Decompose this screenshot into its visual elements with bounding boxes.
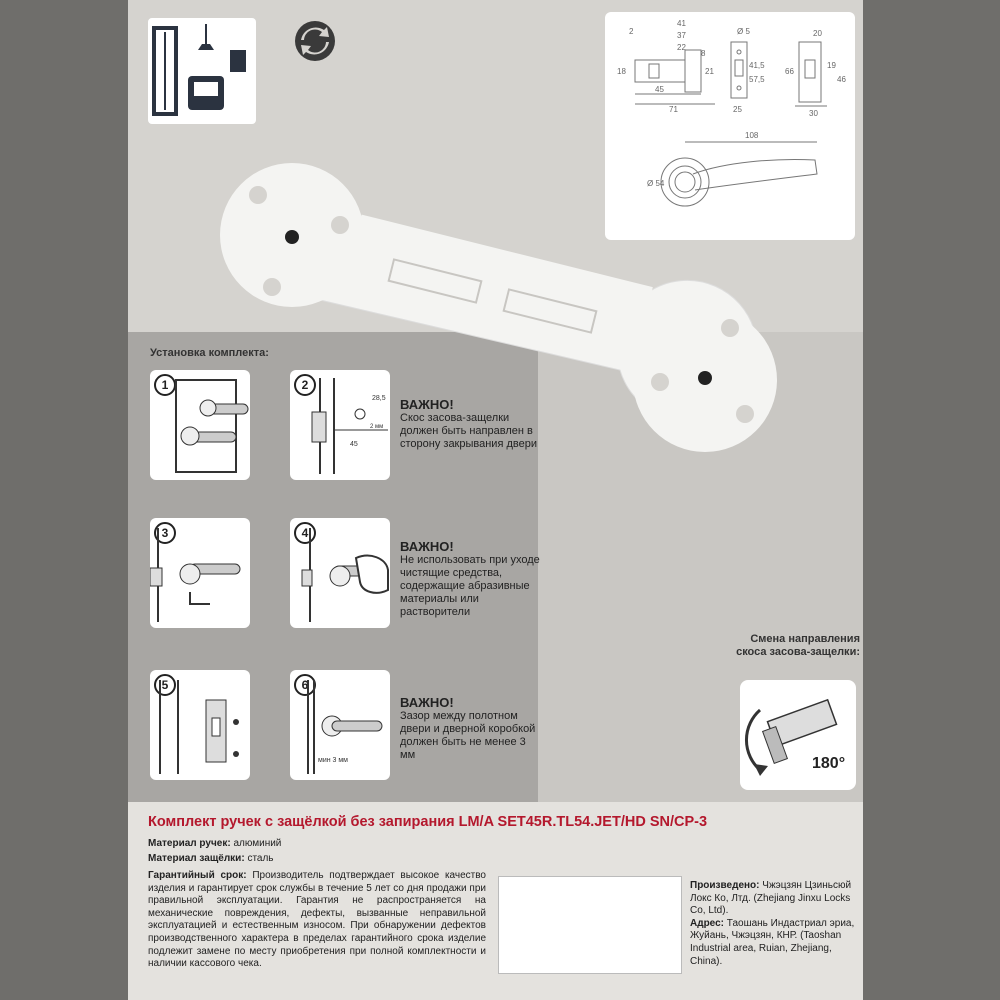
spec-handle-material: Материал ручек: алюминий [148, 838, 281, 849]
strike-plate-icon [159, 680, 239, 774]
install-title: Установка комплекта: [150, 347, 269, 359]
step-card-1: 1 [150, 370, 250, 480]
note-text: Зазор между полотном двери и дверной кор… [400, 710, 536, 761]
manufacturer-block: Произведено: Чжэцзян Цзиньсюй Локс Ко, Л… [690, 880, 858, 968]
hole-center-left [285, 230, 299, 244]
step-card-6: 6 мин 3 мм [290, 670, 390, 780]
dim-label: 41,5 [749, 61, 765, 70]
note-gap: ВАЖНО! Зазор между полотном двери и двер… [400, 696, 540, 762]
address-text: Таошань Индастриал эриа, Жуйань, Чжэцзян… [690, 917, 855, 967]
note-cleaning: ВАЖНО! Не использовать при уходе чистящи… [400, 540, 540, 619]
dim-label: 37 [677, 31, 686, 40]
note-heading: ВАЖНО! [400, 695, 454, 710]
product-info-area [128, 802, 863, 1000]
dim-label: 66 [785, 67, 794, 76]
dim-label: 22 [677, 43, 686, 52]
interior-icon [148, 18, 256, 124]
dim-label: 25 [733, 105, 742, 114]
armchair-room-icon [152, 24, 246, 116]
made-text: Чжэцзян Цзиньсюй Локс Ко, Лтд. (Zhejiang… [690, 880, 852, 917]
step-card-4: 4 [290, 518, 390, 628]
spec-label: Материал защёлки: [148, 853, 245, 864]
spec-label: Материал ручек: [148, 838, 231, 849]
gap-label: мин 3 мм [318, 757, 348, 764]
mounting-template [220, 163, 777, 452]
note-text: Скос засова-защелки должен быть направле… [400, 412, 537, 450]
spec-value: сталь [247, 853, 274, 864]
step-card-2: 2 28,5 45 2 мм [290, 370, 390, 480]
handle-install-icon [175, 379, 249, 473]
dim-label: 8 [701, 49, 706, 58]
latch-rotation-card: 180° [740, 680, 856, 790]
step-number: 3 [154, 522, 176, 544]
warranty-text: Производитель подтверждает высокое качес… [148, 870, 486, 970]
dim-label: Ø 5 [737, 27, 750, 36]
step-number: 2 [294, 374, 316, 396]
dim-label: 28,5 [372, 395, 386, 402]
handle-screw-icon [150, 528, 241, 622]
dim-label: 2 мм [370, 424, 383, 430]
dim-label: 21 [705, 67, 714, 76]
dim-label: 19 [827, 61, 836, 70]
door-gap-icon: мин 3 мм [307, 680, 383, 774]
latch-install-icon: 28,5 45 2 мм [311, 378, 388, 474]
cleaning-hand-icon [301, 528, 389, 622]
recycle-icon [295, 21, 335, 61]
latch-handle-drawing: 2 41 37 22 8 18 45 71 21 25 41,5 57,5 20… [617, 19, 846, 207]
step-card-3: 3 [150, 518, 250, 628]
dim-label: 108 [745, 131, 759, 140]
note-text: Не использовать при уходе чистящие средс… [400, 554, 540, 618]
technical-drawing: 2 41 37 22 8 18 45 71 21 25 41,5 57,5 20… [605, 12, 855, 240]
note-heading: ВАЖНО! [400, 397, 454, 412]
warranty-block: Гарантийный срок: Производитель подтверж… [148, 870, 486, 971]
rotation-angle: 180° [812, 755, 845, 772]
dim-label: 45 [655, 85, 664, 94]
dim-label: 45 [350, 441, 358, 448]
spec-latch-material: Материал защёлки: сталь [148, 853, 274, 864]
dim-label: 57,5 [749, 75, 765, 84]
made-label: Произведено: [690, 880, 760, 891]
address-label: Адрес: [690, 917, 724, 929]
dim-label: 46 [837, 75, 846, 84]
dim-label: 20 [813, 29, 822, 38]
dim-label: 2 [629, 27, 634, 36]
dim-label: 41 [677, 19, 686, 28]
step-card-5: 5 [150, 670, 250, 780]
note-latch-direction: ВАЖНО! Скос засова-защелки должен быть н… [400, 398, 540, 451]
hole-center-right [698, 371, 712, 385]
latch-change-title: Смена направления скоса засова-защелки: [736, 633, 860, 658]
dim-label: 18 [617, 67, 626, 76]
warranty-label: Гарантийный срок: [148, 870, 247, 881]
product-title: Комплект ручек с защёлкой без запирания … [148, 814, 708, 830]
latch-rotate-icon: 180° [745, 698, 845, 776]
blank-sticker [498, 876, 682, 974]
spec-value: алюминий [233, 838, 282, 849]
note-heading: ВАЖНО! [400, 539, 454, 554]
dim-label: Ø 54 [647, 179, 665, 188]
dim-label: 71 [669, 105, 678, 114]
dim-label: 30 [809, 109, 818, 118]
